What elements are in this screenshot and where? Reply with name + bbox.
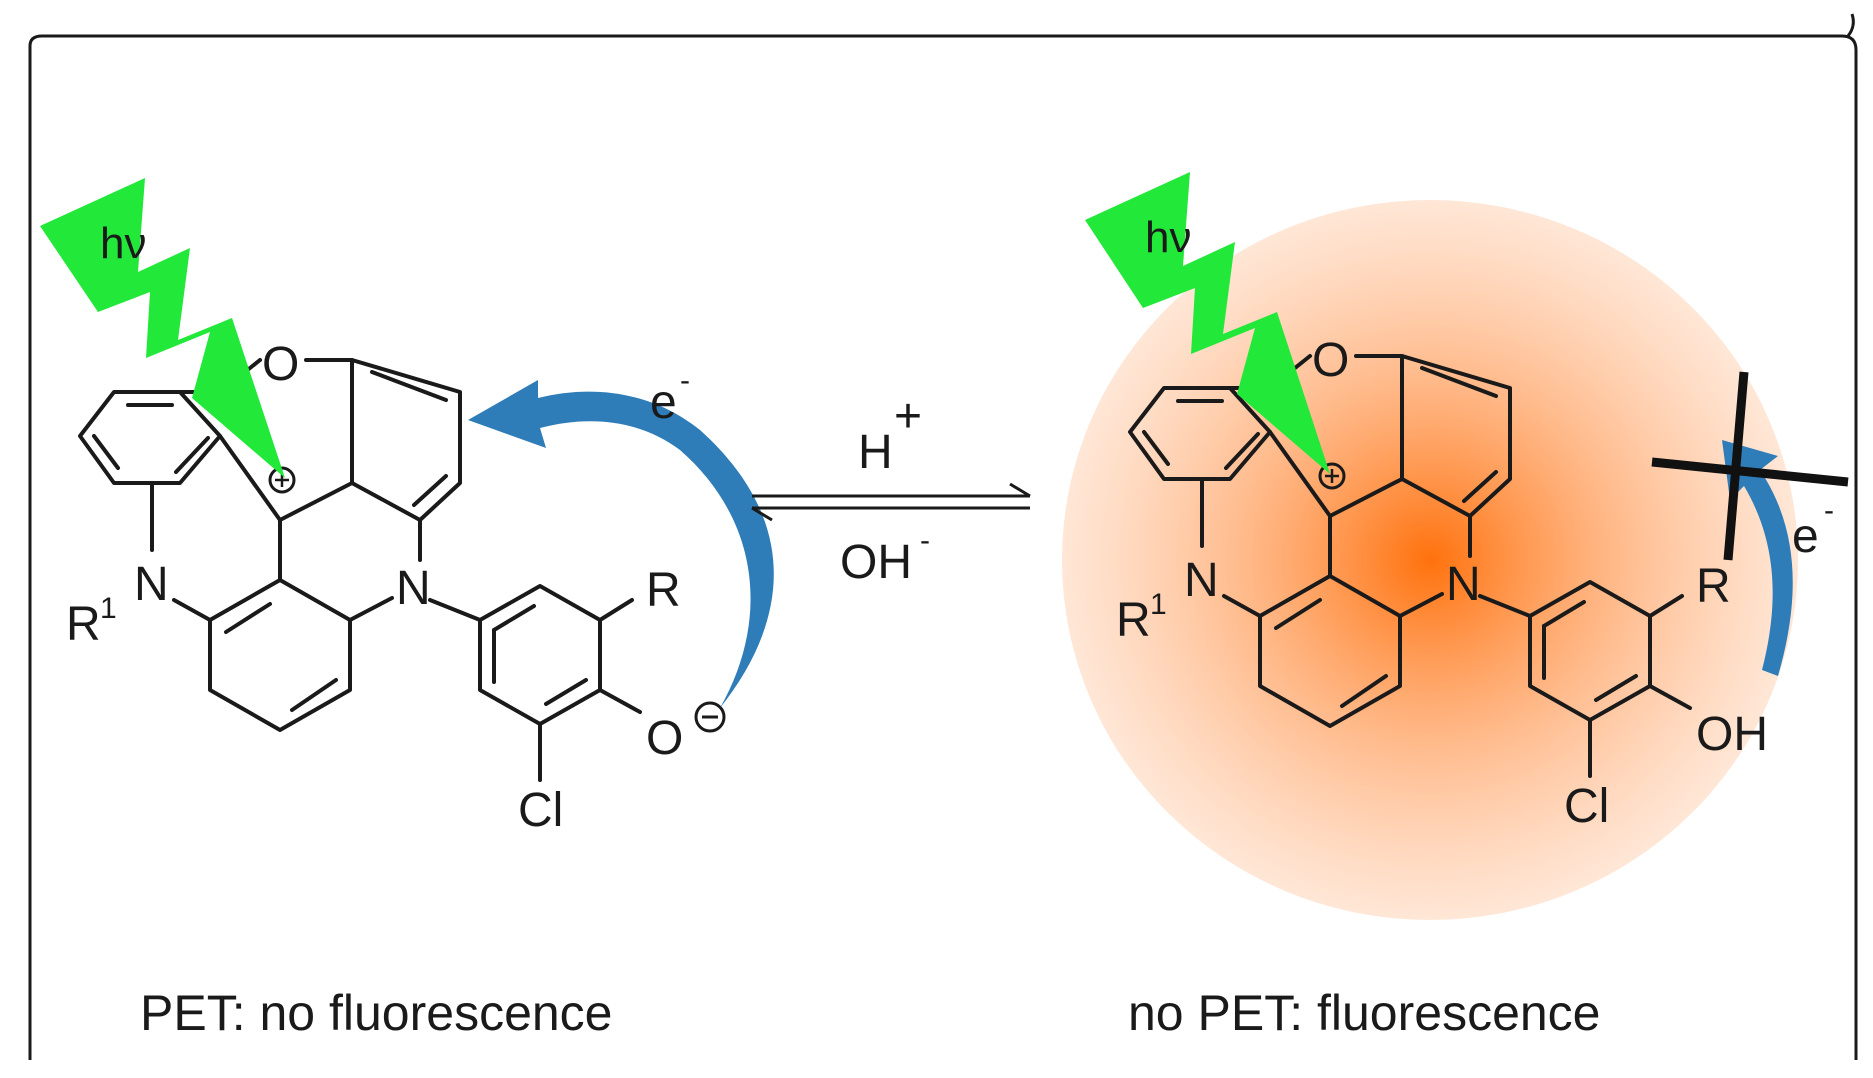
right-r1-label: R [1116,594,1151,647]
right-light-bolt-icon [1085,172,1330,474]
left-hv-label: hν [100,219,146,268]
right-oh-label: OH [1696,708,1768,761]
left-light-bolt-icon [40,178,285,478]
frame-corner-curl [1846,13,1855,37]
right-cation-charge-icon [1318,462,1346,490]
right-electron-label: e [1792,510,1819,563]
left-electron-label: e [650,376,677,429]
right-n-left-label: N [1184,554,1219,607]
right-r1-superscript: 1 [1150,588,1167,621]
block-cross-stroke-1 [1723,371,1749,561]
left-r1-label: R [66,598,101,651]
right-oxygen-label: O [1312,334,1349,387]
left-n-right-label: N [396,562,431,615]
fluorescence-glow [1062,200,1798,920]
left-r-label: R [646,564,681,617]
right-molecule: O N R 1 N R OH Cl [1116,334,1768,833]
right-r-label: R [1696,560,1731,613]
left-electron-transfer-arrow-icon [468,380,774,708]
left-phenoxide-o-label: O [646,712,683,765]
right-electron-superscript: - [1824,494,1834,527]
left-cl-label: Cl [518,784,563,837]
left-molecule: O N R 1 N R O Cl [66,338,726,837]
left-anion-charge-icon [694,701,726,733]
equilibrium-bottom-label: OH [840,536,912,589]
diagram-frame [28,34,1858,1060]
right-n-right-label: N [1446,558,1481,611]
left-electron-superscript: - [680,364,690,397]
right-cl-label: Cl [1564,780,1609,833]
right-caption: no PET: fluorescence [1128,985,1601,1041]
equilibrium-arrows-icon [751,482,1031,522]
equilibrium-top-label: H [858,426,893,479]
left-cation-charge-icon [268,466,296,494]
equilibrium-bottom-superscript: - [920,524,930,557]
equilibrium-top-superscript: + [894,390,922,443]
right-hv-label: hν [1145,213,1191,262]
left-r1-superscript: 1 [100,592,117,625]
left-oxygen-label: O [262,338,299,391]
right-blocked-electron-arrow-icon [1722,440,1793,676]
left-caption: PET: no fluorescence [140,985,613,1041]
block-cross-stroke-2 [1651,457,1849,487]
left-n-left-label: N [134,558,169,611]
